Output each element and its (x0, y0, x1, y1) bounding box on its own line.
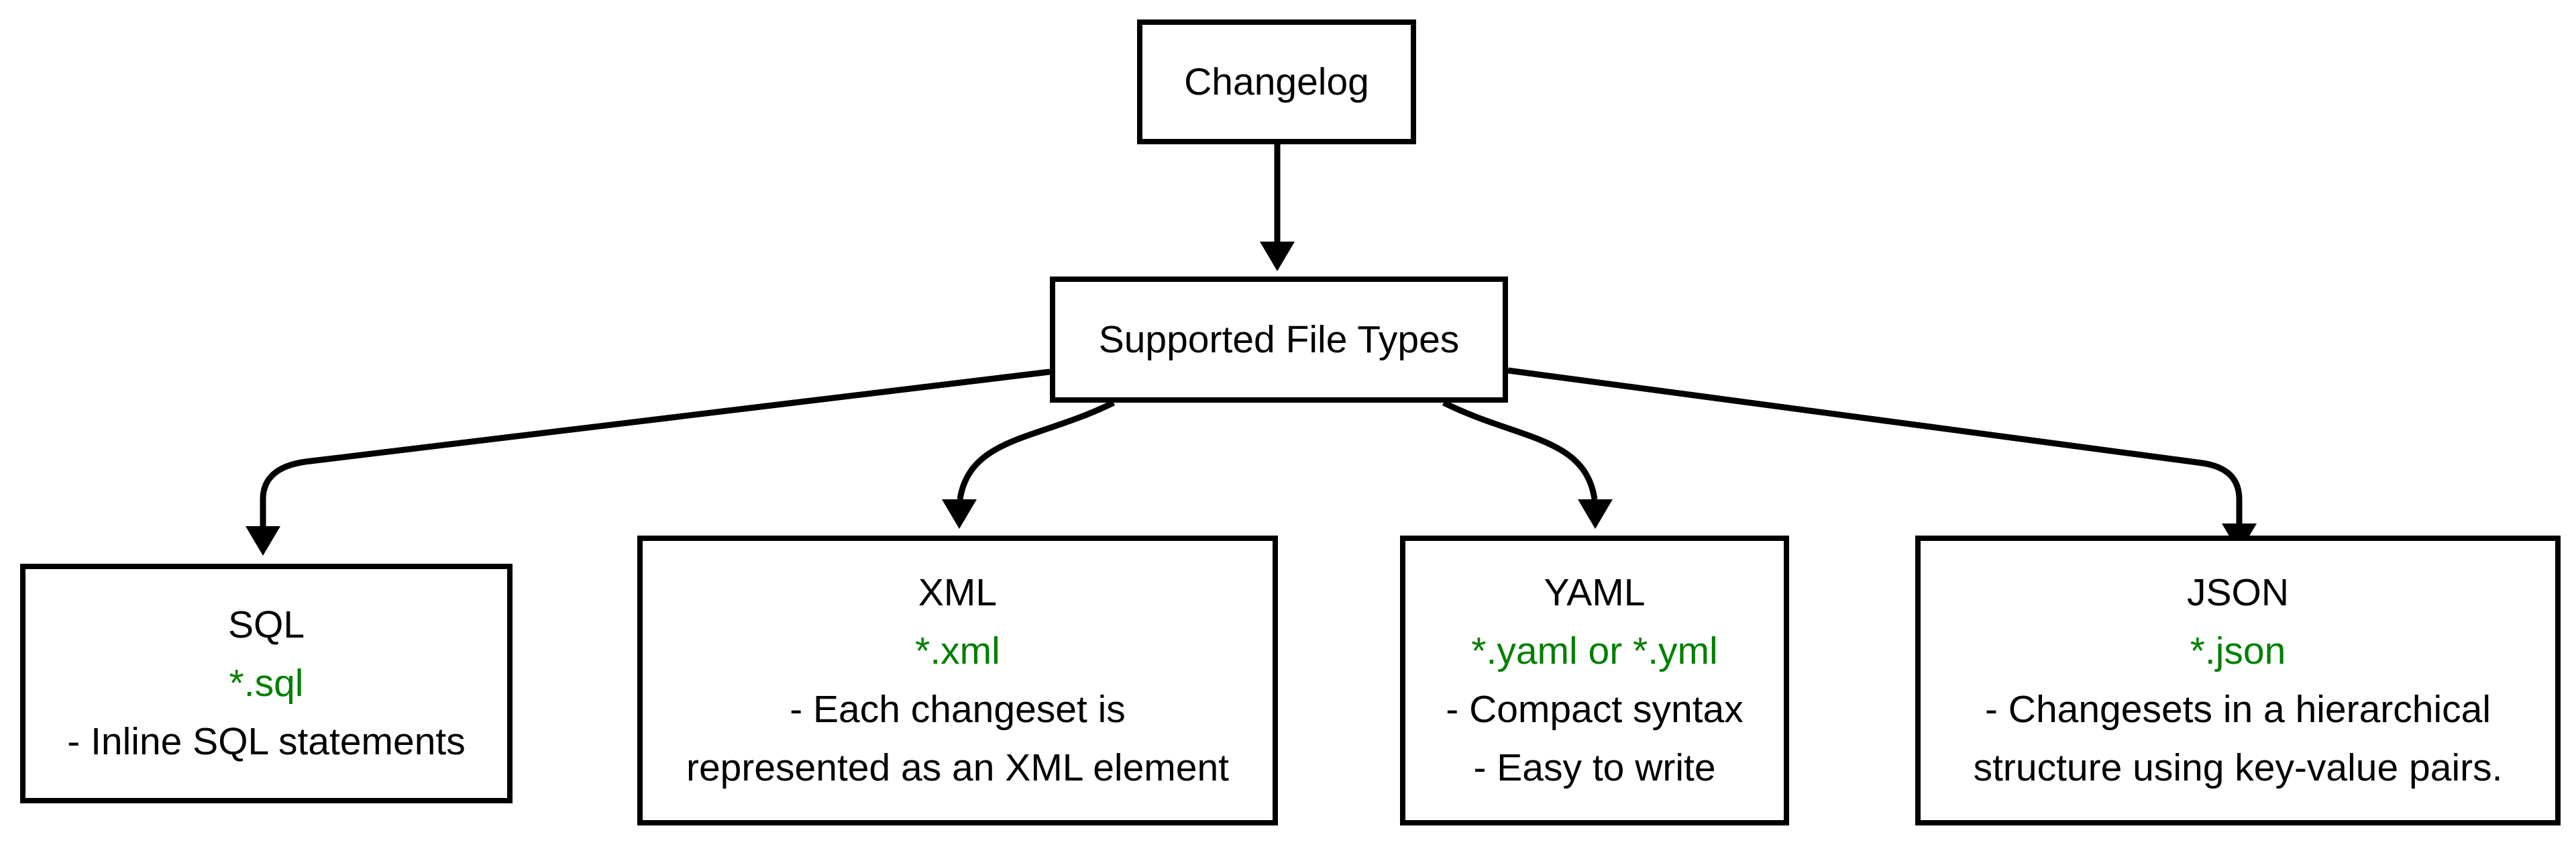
arrowhead-icon (1578, 499, 1613, 529)
node-json-title: JSON (2186, 571, 2290, 614)
node-xml: XML *.xml - Each changeset is represente… (637, 536, 1278, 825)
node-sql-title: SQL (227, 603, 305, 646)
node-xml-desc-line: - Each changeset is (790, 688, 1126, 731)
arrowhead-icon (246, 526, 280, 556)
node-json: JSON *.json - Changesets in a hierarchic… (1915, 536, 2561, 825)
node-changelog-label: Changelog (1184, 60, 1369, 103)
arrowhead-icon (1260, 242, 1295, 271)
node-json-desc-line: structure using key-value pairs. (1973, 746, 2503, 789)
edge-changelog-to-supported (1260, 144, 1295, 271)
node-supported-label: Supported File Types (1098, 317, 1460, 361)
edge-line (1507, 367, 2243, 523)
edge-supported-to-json (1507, 367, 2257, 553)
edge-line (260, 368, 1051, 526)
node-sql: SQL *.sql - Inline SQL statements (20, 564, 513, 803)
node-changelog: Changelog (1137, 19, 1416, 144)
node-yaml-desc-line: - Compact syntax (1446, 688, 1743, 731)
node-xml-file-pattern: *.xml (915, 630, 1000, 672)
edge-supported-to-yaml (1442, 399, 1613, 529)
node-json-desc-line: - Changesets in a hierarchical (1984, 688, 2491, 731)
node-json-file-pattern: *.json (2190, 630, 2286, 672)
edge-line (957, 399, 1116, 500)
node-supported-file-types: Supported File Types (1050, 277, 1508, 403)
arrowhead-icon (942, 499, 977, 529)
node-yaml-file-pattern: *.yaml or *.yml (1471, 630, 1718, 672)
edge-supported-to-sql (246, 368, 1051, 556)
node-xml-title: XML (918, 571, 998, 614)
edge-line (1442, 399, 1598, 500)
node-sql-file-pattern: *.sql (229, 662, 304, 705)
node-yaml: YAML *.yaml or *.yml - Compact syntax - … (1400, 536, 1789, 825)
node-yaml-desc-line: - Easy to write (1473, 746, 1716, 789)
node-xml-desc-line: represented as an XML element (686, 746, 1230, 789)
edge-supported-to-xml (942, 399, 1116, 529)
node-yaml-title: YAML (1544, 571, 1646, 614)
node-sql-desc-line: - Inline SQL statements (67, 720, 466, 763)
